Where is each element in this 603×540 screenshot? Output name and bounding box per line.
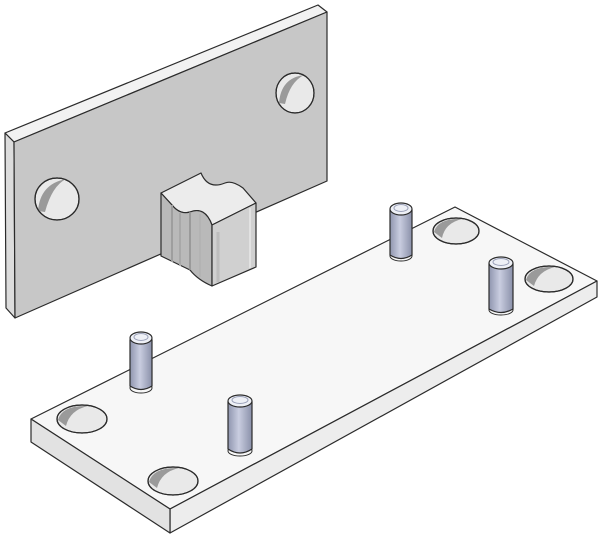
grooved-block-right-face	[211, 202, 257, 287]
base-plate	[30, 206, 598, 534]
base-plate-left-face	[30, 418, 171, 534]
dowel-pin-2	[227, 394, 253, 457]
upright-plate-front-face	[13, 11, 328, 319]
base-plate-hole-front-right	[147, 466, 199, 496]
dowel-pins	[129, 202, 514, 457]
base-plate-hole-back-right	[524, 265, 574, 293]
base-plate-hole-front-left	[56, 404, 108, 434]
upright-plate-hole-left	[34, 177, 80, 221]
upright-plate-hole-right	[275, 72, 315, 114]
grooved-block	[160, 172, 257, 287]
dowel-pin-4	[488, 256, 514, 316]
dowel-pin-1	[129, 331, 153, 394]
upright-plate	[4, 4, 328, 319]
base-plate-hole-back-left	[432, 217, 480, 245]
upright-plate-side-edge	[4, 132, 16, 319]
dowel-pin-3	[389, 202, 413, 262]
